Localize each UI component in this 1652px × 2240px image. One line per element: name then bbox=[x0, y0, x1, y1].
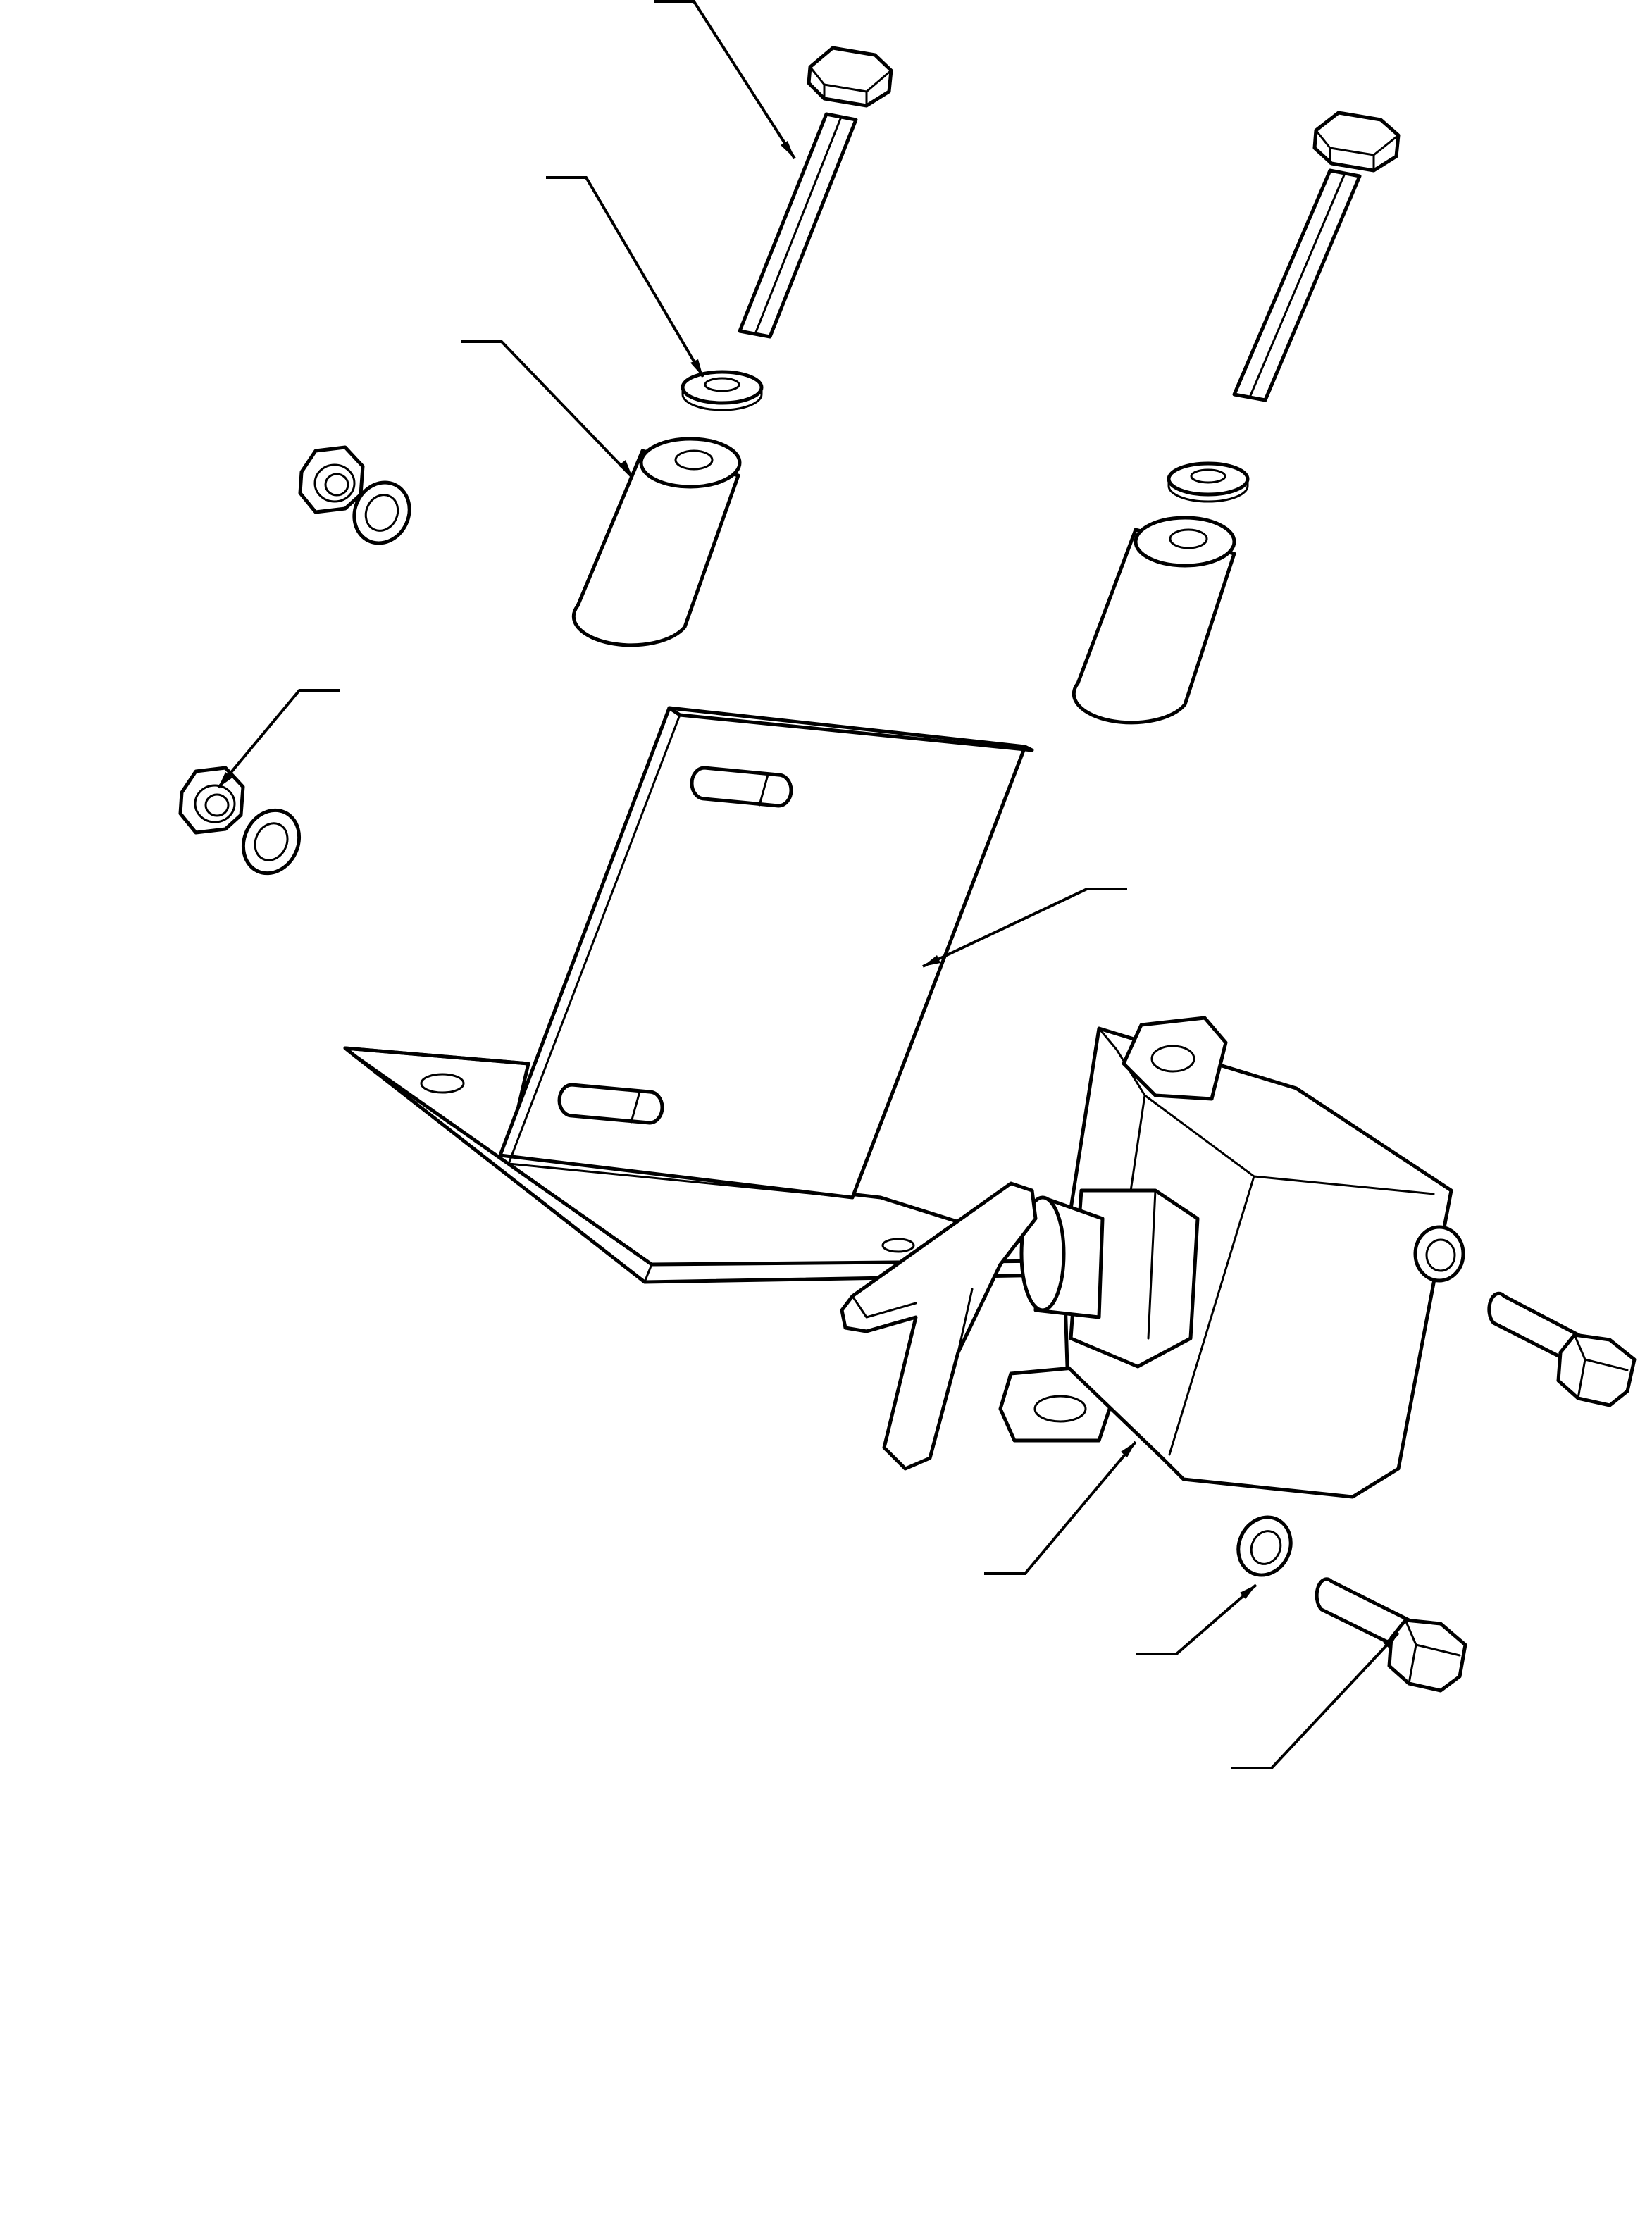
hex-bolt-short-right bbox=[1487, 1291, 1637, 1407]
spacer-sleeve-left bbox=[571, 437, 742, 647]
hex-nut-lower bbox=[178, 766, 245, 835]
flat-washer-top-right bbox=[1167, 461, 1250, 503]
leader-line-washer-top-left bbox=[546, 176, 704, 378]
leader-line-nut-lower bbox=[217, 689, 340, 789]
hex-nut-upper bbox=[298, 445, 365, 514]
flat-washer-top-left bbox=[681, 370, 764, 411]
leader-line-actuator bbox=[984, 1441, 1137, 1575]
leader-line-bolt-long-left bbox=[654, 0, 796, 160]
washer-small-bottom bbox=[1236, 1515, 1293, 1577]
actuator-assembly bbox=[840, 1016, 1465, 1499]
washer-lower bbox=[241, 808, 302, 876]
hex-bolt-long-left bbox=[738, 46, 893, 339]
mounting-bracket bbox=[343, 706, 1062, 1284]
washer-upper bbox=[352, 480, 411, 545]
leader-line-spacer-left bbox=[461, 340, 634, 479]
leader-line-washer-small bbox=[1136, 1583, 1257, 1655]
spacer-sleeve-right bbox=[1072, 516, 1236, 725]
hex-bolt-short-bottom bbox=[1315, 1577, 1467, 1693]
hex-bolt-long-right bbox=[1232, 111, 1401, 402]
leader-line-bracket bbox=[922, 888, 1127, 968]
leader-line-bolt-short-bottom bbox=[1231, 1631, 1400, 1769]
